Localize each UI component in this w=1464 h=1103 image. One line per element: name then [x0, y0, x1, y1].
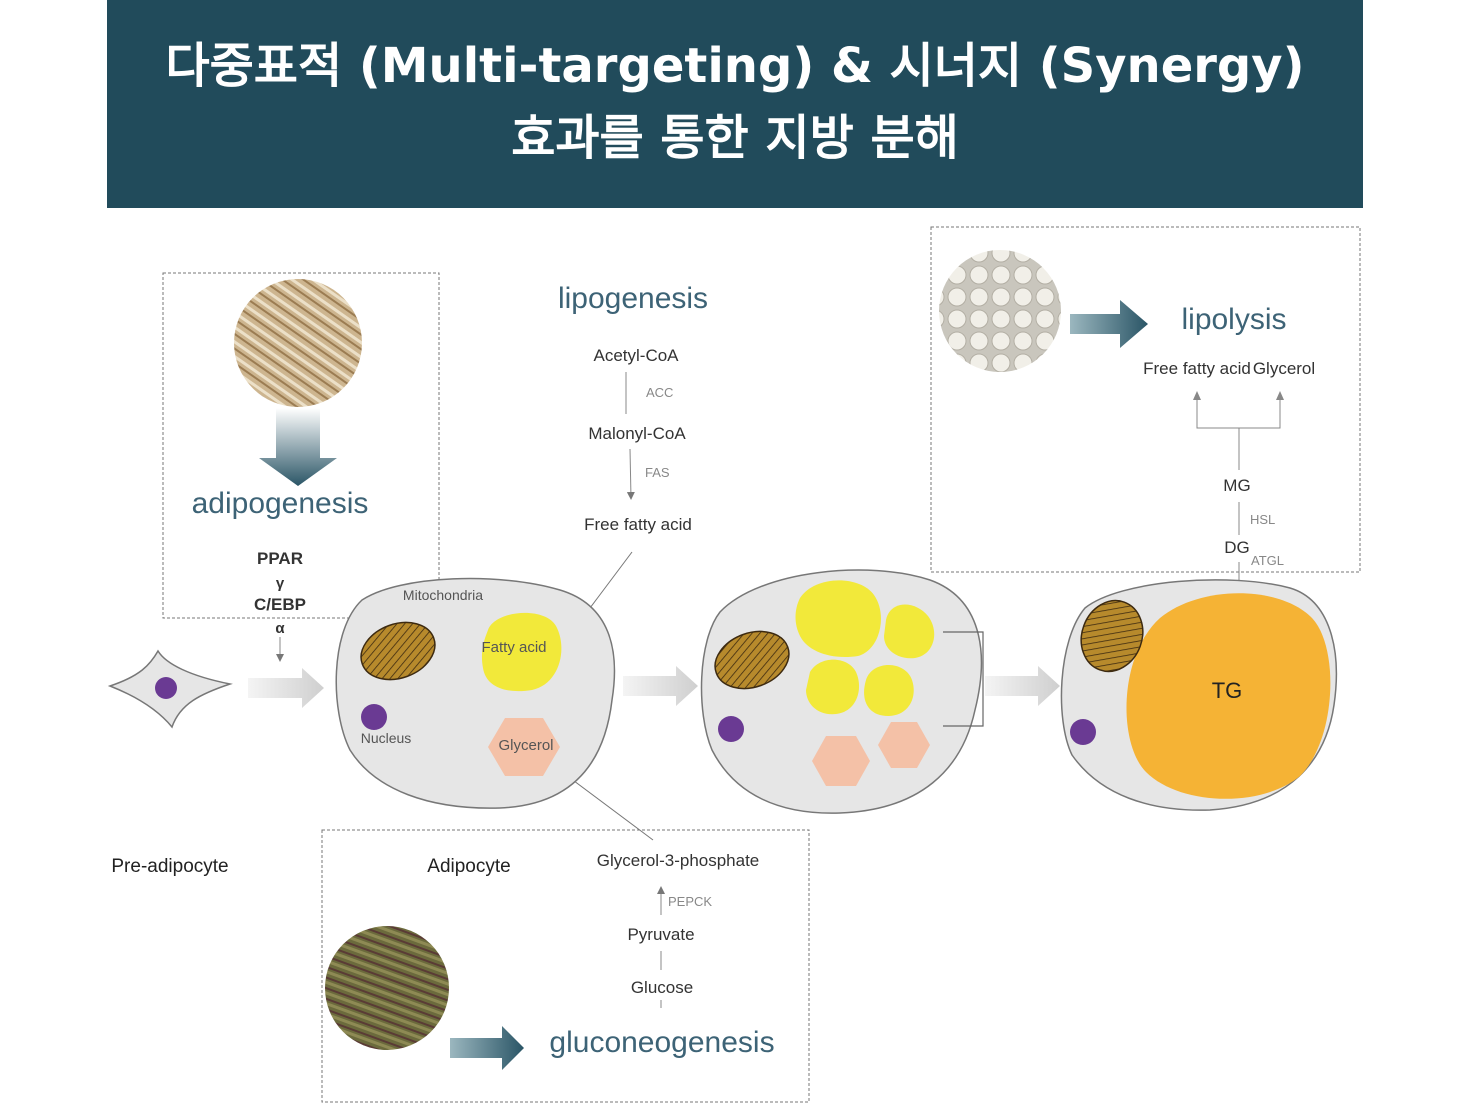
fat-droplet-1: [795, 580, 881, 658]
title-banner: 다중표적 (Multi-targeting) & 시너지 (Synergy) 효…: [107, 0, 1363, 208]
progression-arrow-1: [248, 668, 324, 708]
dg-label: DG: [1224, 538, 1250, 557]
pre-adipocyte-nucleus: [155, 677, 177, 699]
mitochondria-3: [1080, 599, 1144, 673]
pepck-label: PEPCK: [668, 894, 712, 909]
glycerol-label: Glycerol: [498, 737, 553, 754]
nucleus-3: [1070, 719, 1096, 745]
g3p-label: Glycerol-3-phosphate: [597, 851, 760, 870]
atgl-label: ATGL: [1251, 553, 1284, 568]
lipolysis-glycerol-label: Glycerol: [1253, 359, 1315, 378]
title-line-2: 효과를 통한 지방 분해: [511, 110, 959, 166]
glycerol-hexagon-2: [812, 736, 870, 786]
cebp-alpha-label: α: [275, 620, 285, 637]
mitochondria-2: [714, 630, 790, 690]
merge-bracket: [943, 631, 984, 727]
mg-label: MG: [1223, 476, 1250, 495]
herb-image-2: [325, 926, 449, 1050]
adipogenesis-box: [162, 272, 440, 619]
fat-droplet-2: [884, 604, 935, 659]
gluconeogenesis-box: [321, 829, 810, 1103]
lipolysis-arrow: [1070, 300, 1148, 348]
glucose-label: Glucose: [631, 978, 693, 997]
fat-droplet-3: [806, 659, 860, 715]
gluconeogenesis-title: gluconeogenesis: [549, 1026, 774, 1059]
adipocyte-label: Adipocyte: [427, 856, 510, 877]
adipocyte-cell-1: [335, 577, 616, 809]
lipogenesis-title: lipogenesis: [558, 282, 708, 315]
pyruvate-label: Pyruvate: [627, 925, 694, 944]
pre-adipocyte-label: Pre-adipocyte: [111, 856, 228, 877]
tg-label: TG: [1212, 678, 1243, 703]
fatty-acid-label: Fatty acid: [481, 639, 546, 656]
fat-droplet-4: [864, 665, 914, 716]
mitochondria-1: [360, 621, 436, 681]
acetyl-coa-label: Acetyl-CoA: [593, 346, 679, 365]
nucleus-label: Nucleus: [361, 730, 412, 746]
title-line-1: 다중표적 (Multi-targeting) & 시너지 (Synergy): [165, 38, 1305, 94]
mitochondria-label: Mitochondria: [403, 587, 483, 603]
glycerol-hexagon: [488, 718, 560, 776]
lipolysis-ffa-label: Free fatty acid: [1143, 359, 1251, 378]
lipolysis-title: lipolysis: [1181, 303, 1286, 336]
progression-arrow-3: [985, 666, 1060, 706]
branch-arrowheads: [1193, 391, 1284, 400]
acc-label: ACC: [646, 385, 673, 400]
ppar-gamma-label: γ: [276, 575, 285, 592]
gluconeogenesis-arrow: [450, 1026, 524, 1070]
fas-step-line: [626, 448, 635, 500]
lipolysis-branch: [1196, 392, 1281, 429]
hsl-label: HSL: [1250, 512, 1275, 527]
glycerol-hexagon-3: [878, 722, 930, 768]
lipolysis-box: [930, 226, 1361, 573]
nucleus-2: [718, 716, 744, 742]
malonyl-coa-label: Malonyl-CoA: [588, 424, 686, 443]
fas-label: FAS: [645, 465, 670, 480]
free-fatty-acid-label: Free fatty acid: [584, 515, 692, 534]
nucleus-1: [361, 704, 387, 730]
cebp-label: C/EBP: [254, 595, 306, 614]
fatty-acid-droplet: [481, 612, 562, 692]
adipogenesis-arrow: [259, 408, 337, 486]
progression-arrow-2: [623, 666, 698, 706]
adipogenesis-title: adipogenesis: [192, 487, 369, 520]
ppar-label: PPAR: [257, 549, 303, 568]
herb-image-1: [234, 279, 362, 407]
tg-droplet: [1126, 593, 1331, 799]
pill-image: [939, 250, 1061, 372]
